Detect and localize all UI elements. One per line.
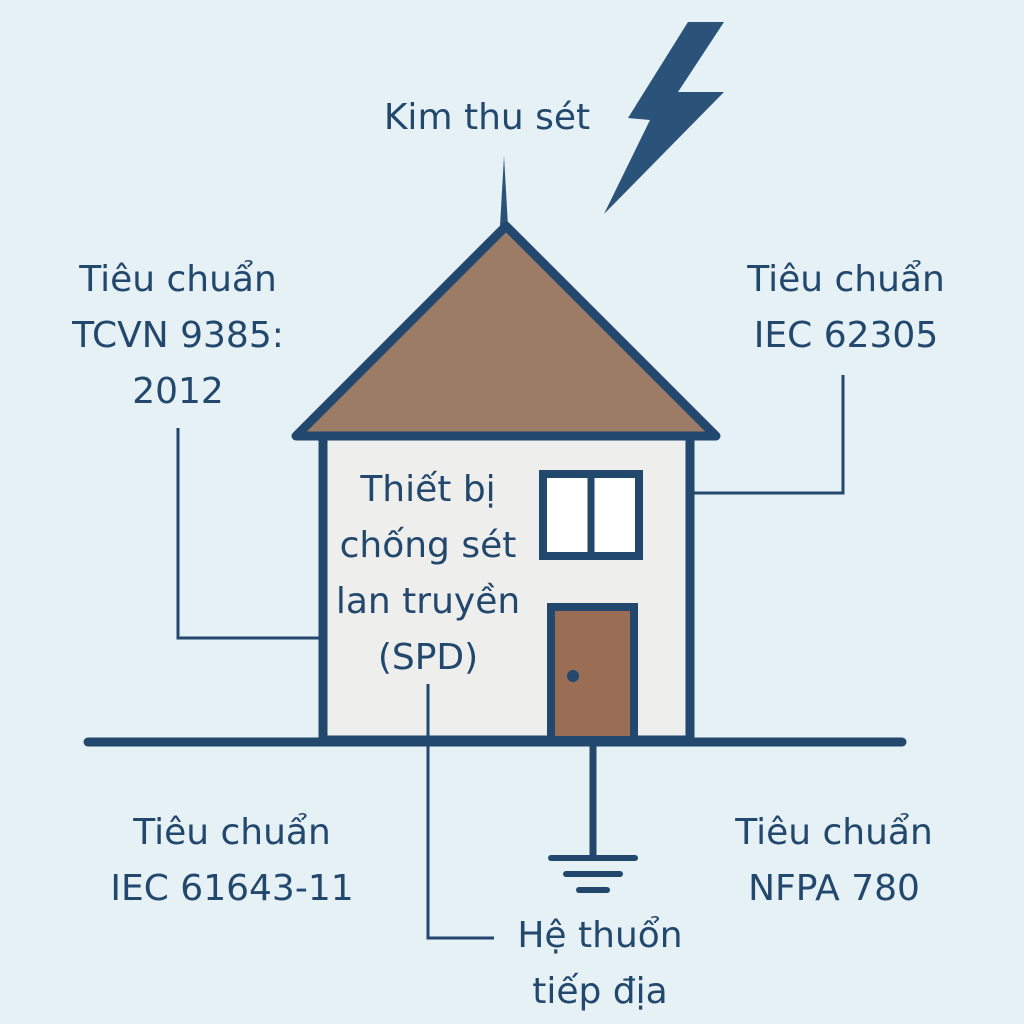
label-line: Tiêu chuẩn [79,259,277,300]
label-line: tiếp địa [532,971,668,1012]
label-line: TCVN 9385: [72,315,284,356]
ground-symbol-icon [548,855,638,893]
label-line: lan truyền [335,581,521,622]
lightning-rod [500,156,508,226]
label-spd: Thiết bị chống sét lan truyền (SPD) [318,462,538,686]
label-iec-61643-11: Tiêu chuẩn IEC 61643-11 [92,805,372,917]
label-line: Hệ thuổn [517,915,683,956]
label-grounding-system: Hệ thuổn tiếp địa [490,908,710,1020]
label-line: Tiêu chuẩn [747,259,945,300]
label-lightning-rod-text: Kim thu sét [383,97,591,138]
label-iec-62305: Tiêu chuẩn IEC 62305 [716,252,976,364]
label-line: chống sét [339,525,517,566]
roof [291,221,721,441]
label-line: NFPA 780 [748,868,920,909]
label-line: IEC 62305 [753,315,939,356]
door-knob [567,670,579,682]
leader-grounding [426,684,494,940]
label-nfpa-780: Tiêu chuẩn NFPA 780 [700,805,968,917]
label-line: Tiêu chuẩn [735,812,933,853]
leader-iec62305 [690,375,845,495]
label-line: 2012 [132,371,224,412]
label-lightning-rod: Kim thu sét [356,90,618,146]
door [547,603,638,744]
label-line: (SPD) [377,637,479,678]
label-tcvn-9385: Tiêu chuẩn TCVN 9385: 2012 [40,252,316,420]
lightning-bolt-icon [604,22,724,214]
label-line: Thiết bị [360,469,496,510]
label-line: Tiêu chuẩn [133,812,331,853]
label-line: IEC 61643-11 [110,868,354,909]
leader-tcvn [176,428,323,640]
